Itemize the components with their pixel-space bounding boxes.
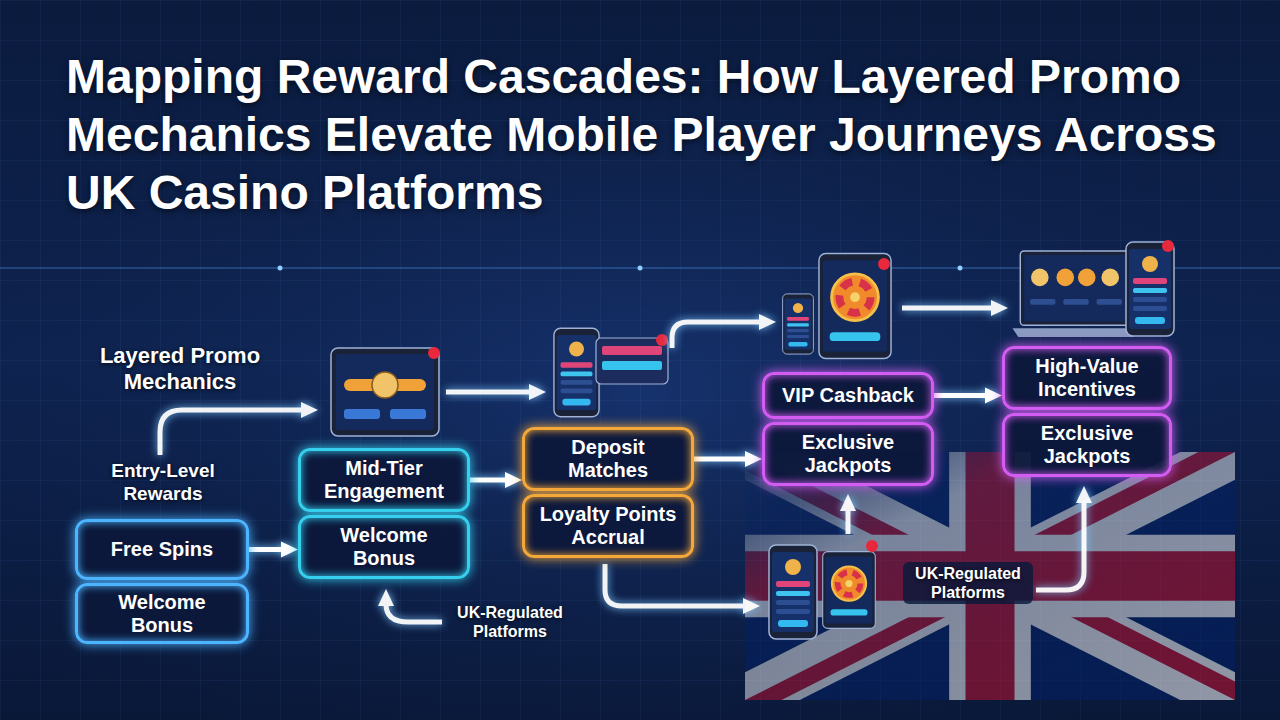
flow-connector <box>249 547 286 552</box>
flow-arrow <box>446 390 534 395</box>
flow-connector <box>934 393 990 398</box>
phone-illustration <box>823 552 876 629</box>
flag-cross <box>745 452 1235 700</box>
glow-dot <box>638 266 643 271</box>
flag <box>745 452 1235 700</box>
annotation-label: UK-Regulated Platforms <box>903 562 1033 604</box>
notification-badge <box>656 334 668 346</box>
annotation-label: Layered Promo Mechanics <box>80 343 280 396</box>
box-text: Free Spins <box>111 538 213 561</box>
phone-illustration <box>1126 242 1174 336</box>
promo-box: Welcome Bonus <box>75 583 249 644</box>
box-text: Deposit Matches <box>535 436 681 482</box>
box-text: VIP Cashback <box>782 384 914 407</box>
glow-dot <box>278 266 283 271</box>
flow-arrow <box>160 410 306 455</box>
annotation-label: UK-Regulated Platforms <box>445 603 575 641</box>
diagram-title: Mapping Reward Cascades: How Layered Pro… <box>66 48 1236 222</box>
glow-dot <box>958 266 963 271</box>
notification-badge <box>428 347 440 359</box>
phone-illustration <box>783 294 814 354</box>
flow-arrow <box>672 322 764 348</box>
promo-box: Mid-Tier Engagement <box>298 448 470 512</box>
phone-illustration <box>769 545 817 639</box>
phone-illustration <box>554 328 599 416</box>
promo-card <box>596 338 668 384</box>
flow-arrow <box>1036 498 1084 590</box>
promo-box: Exclusive Jackpots <box>762 422 934 486</box>
flow-arrow <box>846 506 851 534</box>
notification-badge <box>1162 240 1174 252</box>
tablet-illustration <box>331 348 439 436</box>
notification-badge <box>866 540 878 552</box>
box-text: High-Value Incentives <box>1015 355 1159 401</box>
notification-badge <box>878 258 890 270</box>
flow-arrow <box>386 601 442 622</box>
annotation-label: Entry-Level Rewards <box>98 460 228 506</box>
ui-bar <box>602 346 662 355</box>
promo-box: Loyalty Points Accrual <box>522 494 694 558</box>
box-text: Loyalty Points Accrual <box>535 503 681 549</box>
box-text: Mid-Tier Engagement <box>311 457 457 503</box>
flag-saltire <box>745 452 1235 700</box>
flow-connector <box>694 457 750 462</box>
flag-cross <box>745 452 1235 700</box>
flag-field <box>745 452 1235 700</box>
union-jack <box>745 452 1235 700</box>
promo-box: Welcome Bonus <box>298 515 470 579</box>
flow-arrow <box>902 306 996 311</box>
box-text: Exclusive Jackpots <box>775 431 921 477</box>
promo-box: High-Value Incentives <box>1002 346 1172 410</box>
flow-connector <box>470 478 510 483</box>
box-text: Welcome Bonus <box>88 591 236 637</box>
flow-arrow <box>605 564 748 606</box>
ui-bar <box>602 361 662 370</box>
laptop-illustration <box>1012 251 1139 337</box>
promo-box: VIP Cashback <box>762 372 934 419</box>
flow-arrows <box>160 308 1084 622</box>
flag-saltire <box>745 452 1235 700</box>
promo-box: Exclusive Jackpots <box>1002 413 1172 477</box>
box-text: Exclusive Jackpots <box>1015 422 1159 468</box>
tablet-illustration <box>819 253 891 358</box>
promo-box: Deposit Matches <box>522 427 694 491</box>
promo-box: Free Spins <box>75 519 249 580</box>
box-text: Welcome Bonus <box>311 524 457 570</box>
